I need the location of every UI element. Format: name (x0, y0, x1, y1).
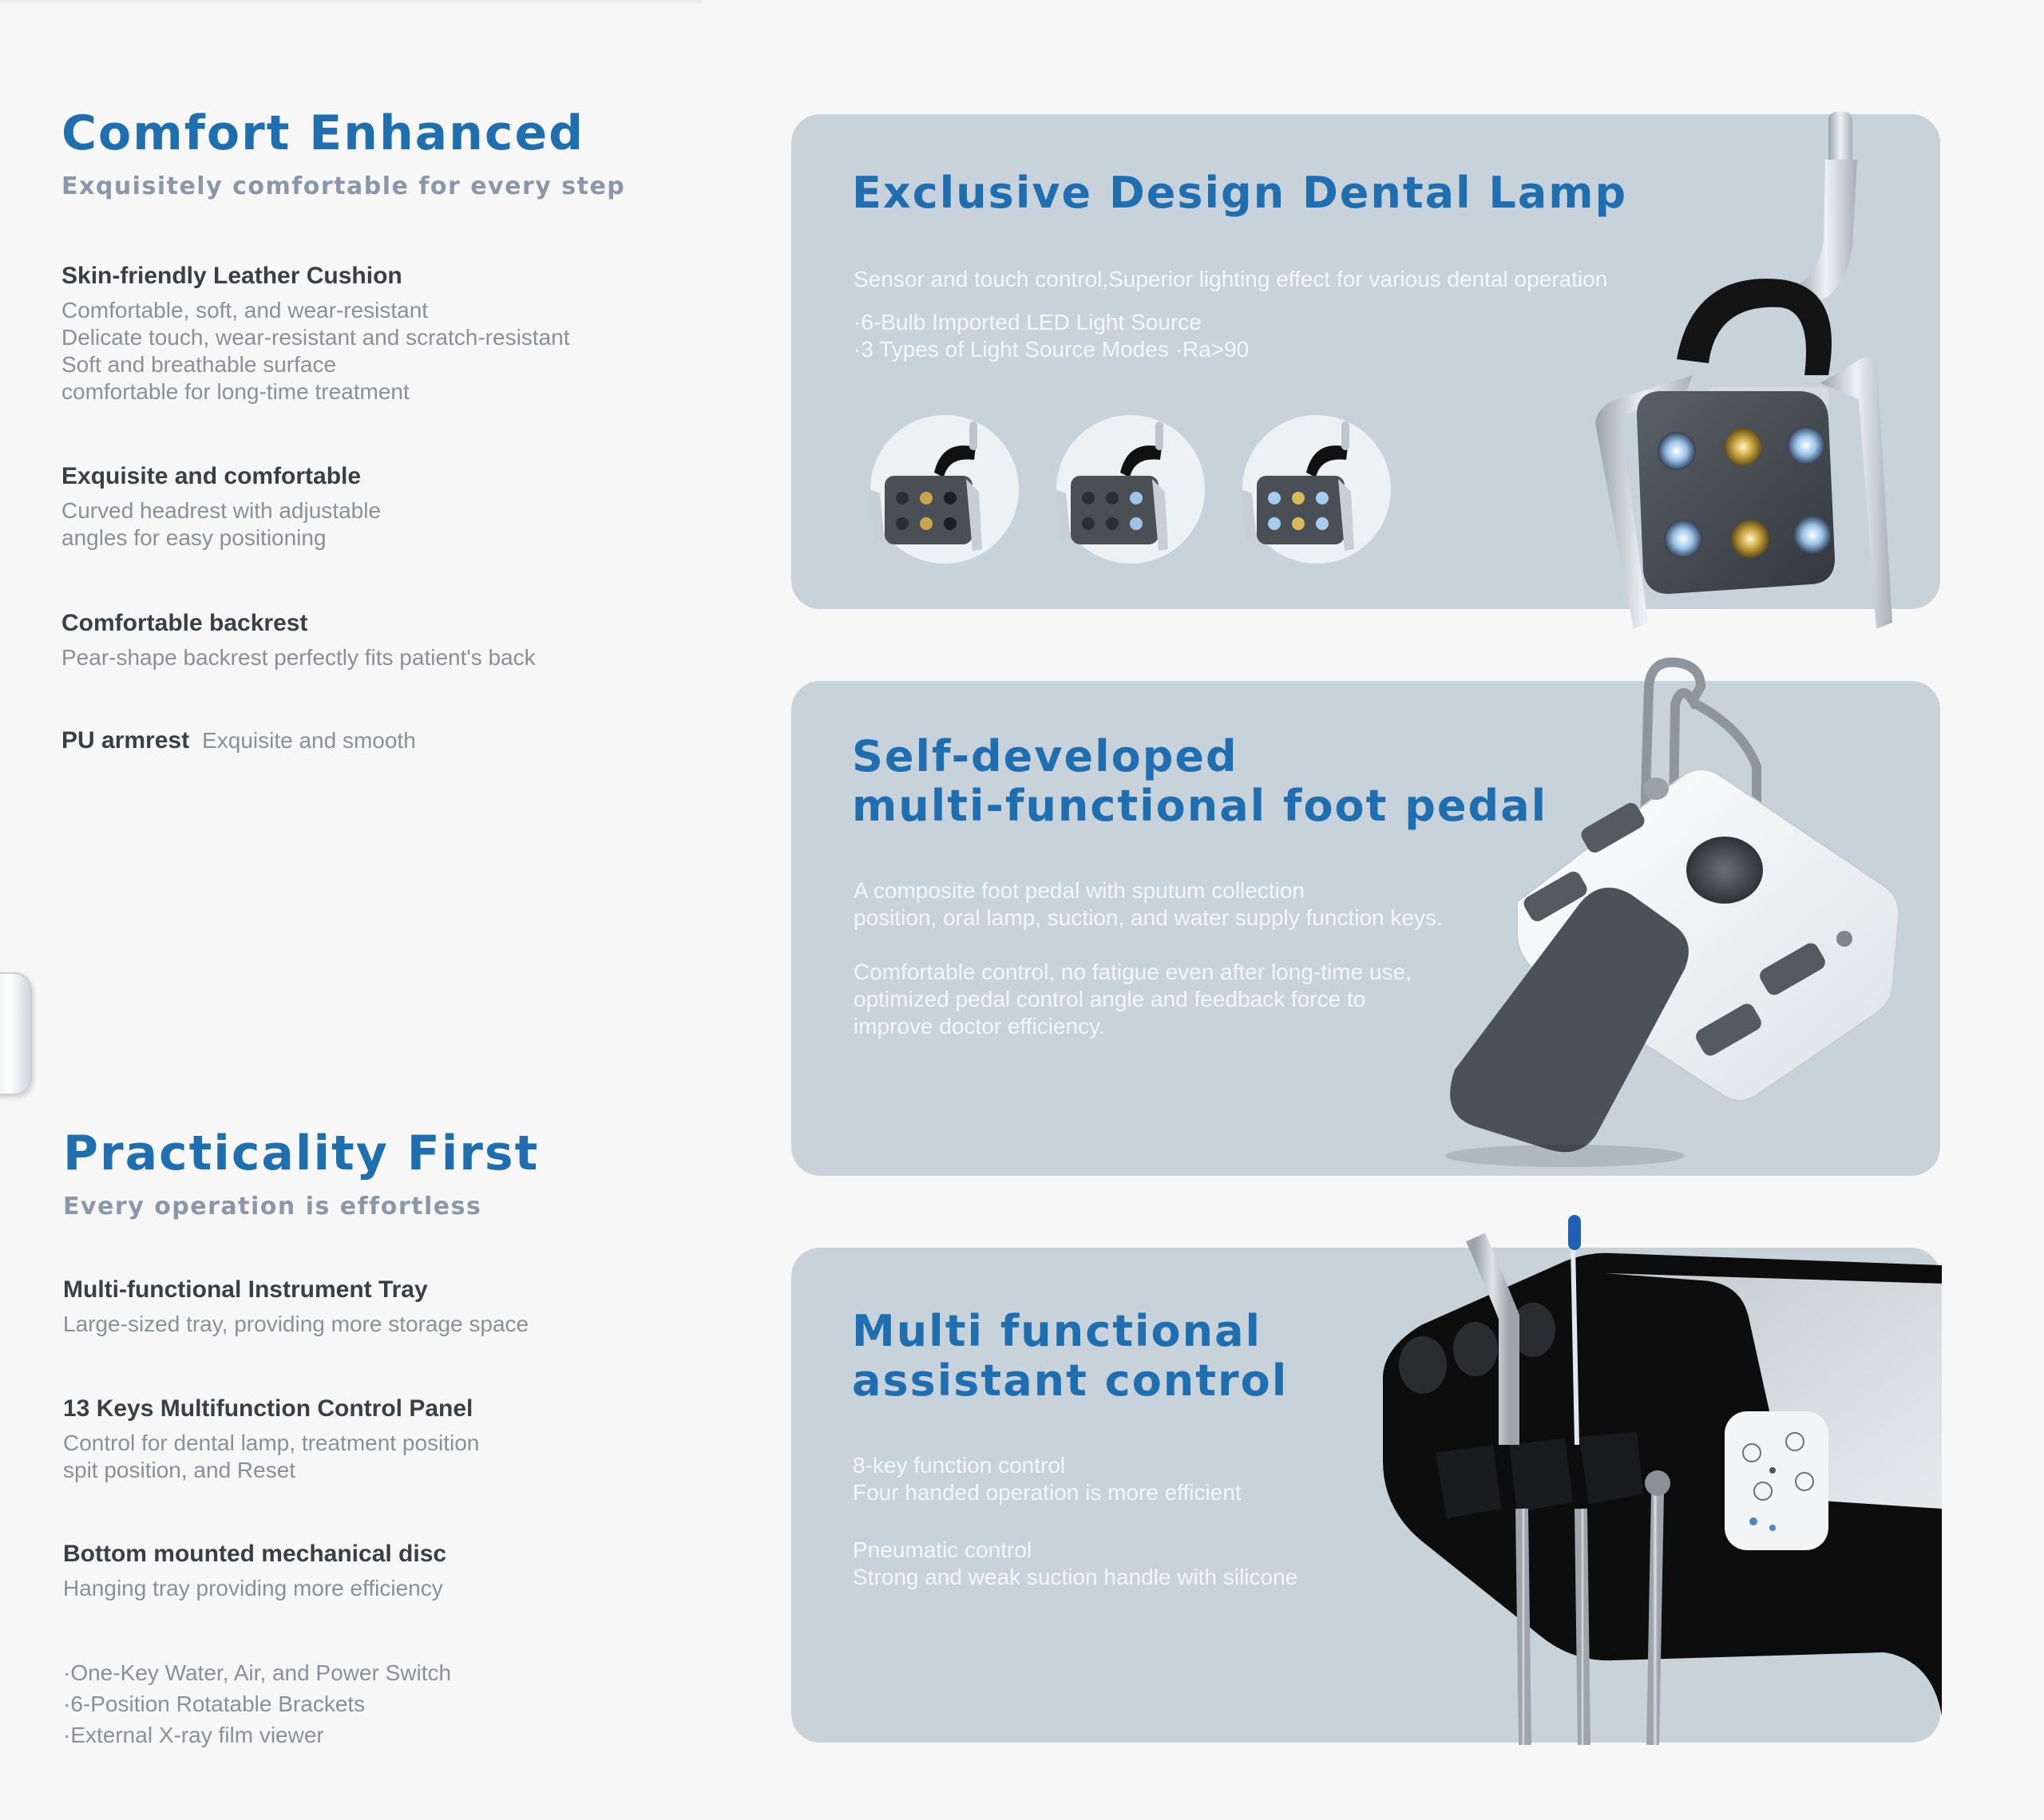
lamp-mode-thumbnail (1053, 415, 1205, 564)
bullet-item: ·6-Position Rotatable Brackets (63, 1691, 366, 1716)
feature-line: angles for easy positioning (61, 525, 327, 550)
pedal-text-line: improve doctor efficiency. (854, 1014, 1105, 1039)
feature-line: Exquisite and smooth (202, 728, 416, 753)
feature-mechanical-disc: Bottom mounted mechanical disc Hanging t… (63, 1538, 702, 1602)
feature-title: Exquisite and comfortable (61, 463, 362, 489)
lamp-bullet: ·3 Types of Light Source Modes ·Ra>90 (854, 337, 1250, 362)
practicality-subtitle: Every operation is effortless (63, 1193, 482, 1221)
pedal-title-line: multi-functional foot pedal (852, 781, 1548, 831)
lamp-card-title: Exclusive Design Dental Lamp (852, 168, 1628, 218)
feature-backrest: Comfortable backrest Pear-shape backrest… (61, 607, 700, 671)
feature-line: Curved headrest with adjustable (61, 498, 382, 523)
lamp-card-desc: Sensor and touch control,Superior lighti… (854, 267, 1608, 291)
assistant-card-text: 8-key function control Four handed opera… (853, 1452, 1297, 1591)
pedal-text-line: Comfortable control, no fatigue even aft… (854, 959, 1412, 984)
feature-headrest: Exquisite and comfortable Curved headres… (61, 461, 700, 552)
dental-lamp-image (1595, 112, 1892, 629)
comfort-title: Comfort Enhanced (61, 105, 585, 161)
feature-title: Skin-friendly Leather Cushion (61, 263, 402, 289)
lamp-mode-thumbnail (1239, 415, 1391, 564)
feature-armrest: PU armrest Exquisite and smooth (61, 727, 700, 754)
feature-title: 13 Keys Multifunction Control Panel (63, 1395, 473, 1422)
assistant-card-title: Multi functional assistant control (852, 1307, 1288, 1406)
feature-line: comfortable for long-time treatment (61, 379, 410, 404)
feature-line: Delicate touch, wear-resistant and scrat… (61, 325, 570, 350)
feature-title: PU armrest (61, 727, 190, 754)
comfort-subtitle: Exquisitely comfortable for every step (61, 172, 626, 200)
feature-line: Comfortable, soft, and wear-resistant (61, 298, 429, 322)
feature-control-panel: 13 Keys Multifunction Control Panel Cont… (63, 1393, 702, 1484)
lamp-mode-3-icon (1239, 421, 1354, 551)
feature-line: Control for dental lamp, treatment posit… (63, 1430, 480, 1455)
pedal-card-para1: A composite foot pedal with sputum colle… (854, 877, 1443, 1040)
feature-line: Large-sized tray, providing more storage… (63, 1312, 529, 1336)
pedal-card-title: Self-developed multi-functional foot ped… (852, 732, 1547, 831)
assistant-text-line: Strong and weak suction handle with sili… (853, 1565, 1298, 1589)
pedal-text-line: position, oral lamp, suction, and water … (854, 905, 1443, 930)
feature-title: Multi-functional Instrument Tray (63, 1276, 428, 1303)
feature-leather-cushion: Skin-friendly Leather Cushion Comfortabl… (61, 260, 700, 406)
feature-line: Hanging tray providing more efficiency (63, 1576, 443, 1600)
pedal-text-line: A composite foot pedal with sputum colle… (854, 878, 1305, 903)
assistant-text-line: 8-key function control (853, 1453, 1066, 1478)
assistant-text-line: Four handed operation is more efficient (853, 1480, 1242, 1505)
control-device-image (0, 972, 32, 1095)
practicality-bullets: ·One-Key Water, Air, and Power Switch ·6… (63, 1657, 702, 1751)
feature-line: Soft and breathable surface (61, 352, 337, 377)
lamp-bullet: ·6-Bulb Imported LED Light Source (854, 310, 1202, 334)
feature-title: Comfortable backrest (61, 610, 308, 636)
lamp-mode-2-icon (1053, 421, 1168, 551)
feature-line: spit position, and Reset (63, 1458, 296, 1482)
assistant-title-line: Multi functional (852, 1306, 1262, 1356)
pedal-text-line: optimized pedal control angle and feedba… (854, 987, 1366, 1011)
feature-line: Pear-shape backrest perfectly fits patie… (61, 645, 536, 670)
lamp-mode-thumbnail (867, 415, 1019, 564)
assistant-title-line: assistant control (852, 1355, 1289, 1406)
foot-pedal-image (1445, 657, 1900, 1167)
practicality-title: Practicality First (63, 1126, 540, 1181)
bullet-item: ·One-Key Water, Air, and Power Switch (63, 1660, 452, 1685)
top-divider (0, 0, 703, 3)
lamp-mode-1-icon (867, 421, 982, 551)
pedal-title-line: Self-developed (852, 731, 1238, 781)
feature-title: Bottom mounted mechanical disc (63, 1541, 447, 1567)
assistant-tray-image (1382, 1215, 1942, 1745)
assistant-text-line: Pneumatic control (853, 1537, 1032, 1562)
feature-instrument-tray: Multi-functional Instrument Tray Large-s… (63, 1274, 702, 1338)
bullet-item: ·External X-ray film viewer (63, 1723, 324, 1747)
